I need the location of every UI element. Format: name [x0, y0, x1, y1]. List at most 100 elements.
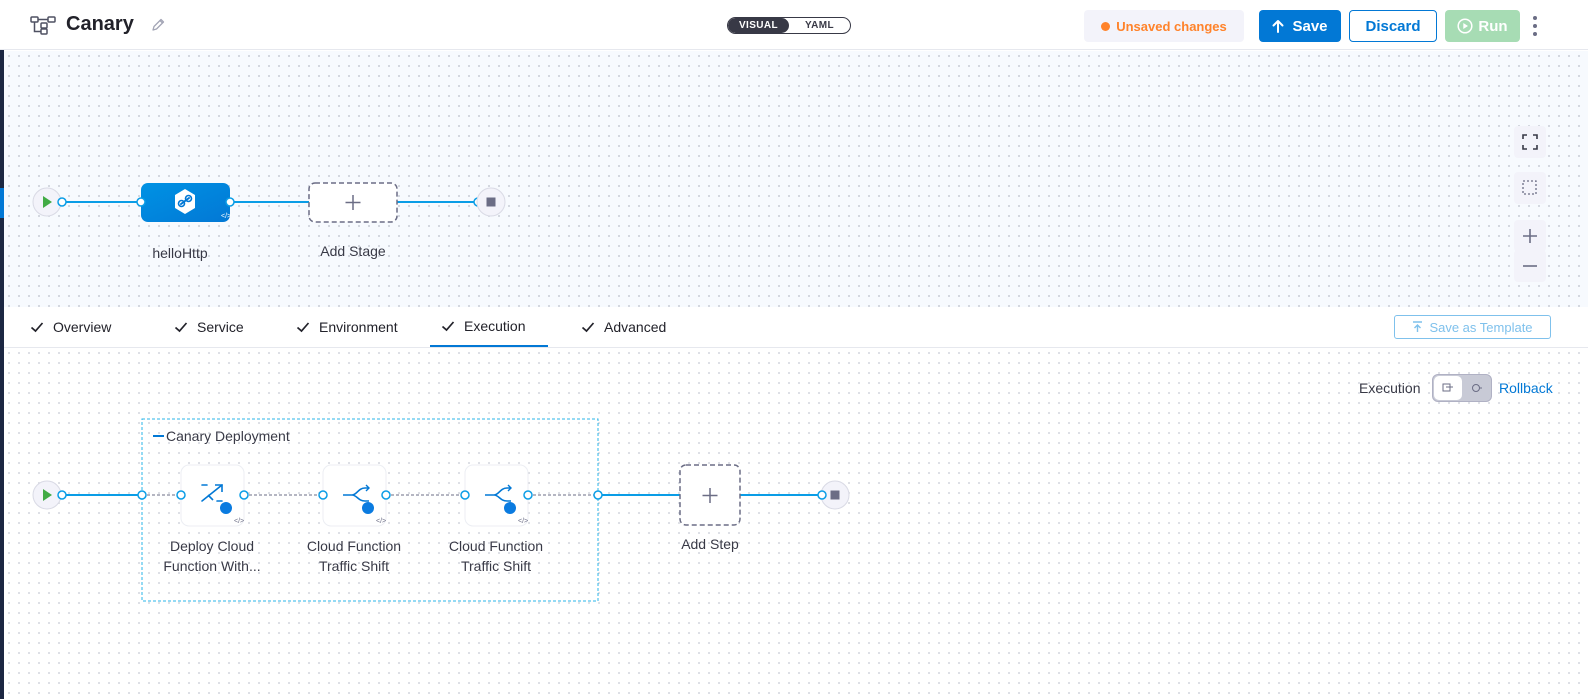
step-label-line: Cloud Function — [448, 538, 544, 554]
stage-graph: </> — [32, 182, 506, 223]
add-stage-node[interactable] — [308, 182, 398, 223]
cloud-badge-icon — [220, 502, 232, 514]
step-label: Deploy Cloud Function With... — [157, 536, 267, 576]
tab-execution[interactable]: Execution — [430, 307, 548, 347]
pipeline-start-node — [32, 187, 62, 217]
step-node-traffic-shift-1[interactable]: </> — [322, 464, 387, 527]
tab-overview[interactable]: Overview — [30, 307, 111, 347]
fit-to-screen-button[interactable] — [1514, 126, 1546, 158]
zoom-out-button[interactable] — [1514, 250, 1546, 282]
port-circle — [136, 197, 146, 207]
selection-box-icon — [1522, 180, 1537, 195]
execution-graph: </> </> </> — [32, 418, 850, 602]
zoom-in-button[interactable] — [1514, 220, 1546, 252]
step-node-deploy-cloud-function[interactable]: </> — [180, 464, 245, 527]
check-icon — [581, 322, 595, 333]
plus-icon — [345, 195, 361, 210]
play-circle-icon — [1457, 18, 1473, 34]
stage-node-hellohttp[interactable]: </> — [141, 183, 231, 222]
port-circle — [460, 490, 470, 500]
pipeline-header: Canary VISUAL YAML Unsaved changes Save … — [0, 0, 1588, 50]
run-button[interactable]: Run — [1445, 10, 1520, 42]
discard-button[interactable]: Discard — [1349, 10, 1437, 42]
tab-label: Overview — [53, 319, 112, 335]
port-circle — [137, 490, 147, 500]
tab-advanced[interactable]: Advanced — [581, 307, 666, 347]
port-circle — [318, 490, 328, 500]
zoom-in-icon — [1523, 229, 1537, 243]
port-circle — [381, 490, 391, 500]
step-label-line: Traffic Shift — [318, 558, 390, 574]
execution-start-node — [32, 480, 62, 510]
execution-rollback-toggle[interactable] — [1432, 374, 1492, 402]
step-group-title: Canary Deployment — [166, 428, 290, 444]
add-step-node[interactable] — [679, 464, 741, 526]
port-circle — [225, 197, 235, 207]
upload-arrow-icon — [1272, 20, 1284, 33]
step-node-traffic-shift-2[interactable]: </> — [464, 464, 529, 527]
save-button[interactable]: Save — [1259, 10, 1341, 42]
traffic-shift-icon — [485, 484, 512, 502]
check-icon — [296, 322, 310, 333]
zoom-out-icon — [1523, 265, 1537, 267]
tab-label: Advanced — [604, 319, 667, 335]
step-label-line: Cloud Function — [306, 538, 402, 554]
tab-label: Execution — [464, 318, 526, 334]
stage-canvas[interactable] — [4, 51, 1588, 307]
port-circle — [817, 490, 827, 500]
tab-environment[interactable]: Environment — [296, 307, 398, 347]
pipeline-end-node — [476, 187, 506, 217]
step-label: Cloud Function Traffic Shift — [441, 536, 551, 576]
execution-canvas[interactable] — [4, 348, 1588, 699]
visual-yaml-toggle[interactable]: VISUAL YAML — [727, 17, 851, 34]
step-label: Cloud Function Traffic Shift — [299, 536, 409, 576]
deploy-split-icon — [201, 484, 223, 502]
tab-label: Environment — [319, 319, 398, 335]
left-nav-rail — [0, 0, 4, 699]
port-circle — [57, 490, 67, 500]
execution-mode-label: Execution — [1359, 380, 1421, 396]
check-icon — [30, 322, 44, 333]
unsaved-changes-badge[interactable]: Unsaved changes — [1084, 10, 1244, 42]
pencil-icon[interactable] — [150, 17, 166, 33]
save-as-template-label: Save as Template — [1429, 319, 1533, 335]
rollback-view-icon — [1464, 376, 1490, 400]
rollback-link[interactable]: Rollback — [1499, 380, 1553, 396]
port-circle — [57, 197, 67, 207]
expand-icon — [1522, 134, 1538, 150]
yaml-view-option[interactable]: YAML — [804, 20, 834, 31]
unsaved-dot-icon — [1101, 21, 1111, 31]
unsaved-changes-label: Unsaved changes — [1116, 18, 1227, 34]
execution-view-icon — [1434, 376, 1462, 400]
step-label-line: Deploy Cloud — [169, 538, 255, 554]
code-badge-icon: </> — [234, 518, 244, 525]
run-button-label: Run — [1478, 17, 1508, 35]
pipeline-title: Canary — [66, 13, 134, 35]
cloud-function-link-icon — [175, 189, 195, 214]
code-badge-icon: </> — [376, 518, 386, 525]
port-circle — [176, 490, 186, 500]
save-as-template-button[interactable]: Save as Template — [1394, 315, 1551, 339]
discard-button-label: Discard — [1365, 17, 1421, 35]
visual-view-option[interactable]: VISUAL — [728, 18, 789, 33]
tab-service[interactable]: Service — [174, 307, 244, 347]
select-area-button[interactable] — [1514, 172, 1546, 204]
stage-config-tabs: Overview Service Environment Execution A… — [4, 307, 1588, 348]
add-stage-label: Add Stage — [320, 243, 386, 259]
upload-arrow-icon — [1413, 321, 1423, 332]
check-icon — [174, 322, 188, 333]
code-badge-icon: </> — [221, 213, 231, 220]
traffic-shift-icon — [343, 484, 370, 502]
port-circle — [593, 490, 603, 500]
plus-icon — [702, 488, 718, 503]
step-label-line: Traffic Shift — [460, 558, 532, 574]
check-icon — [441, 321, 455, 332]
tab-label: Service — [197, 319, 244, 335]
port-circle — [239, 490, 249, 500]
port-circle — [523, 490, 533, 500]
step-group-box[interactable] — [141, 418, 599, 602]
pipeline-tree-icon — [30, 16, 56, 35]
cloud-badge-icon — [504, 502, 516, 514]
code-badge-icon: </> — [518, 518, 528, 525]
more-options-icon[interactable] — [1527, 14, 1543, 38]
